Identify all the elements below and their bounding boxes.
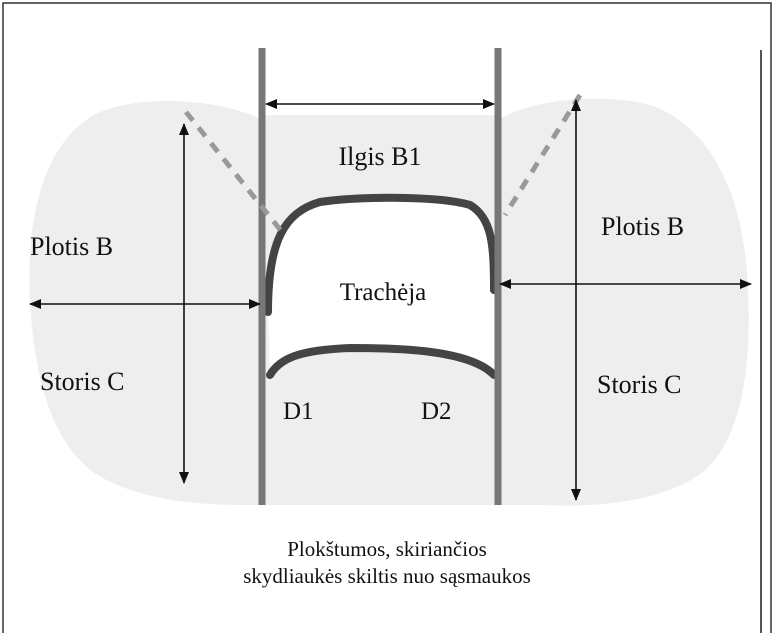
trachea-upper-wall	[264, 193, 498, 316]
label-thickness-left: Storis C	[40, 367, 125, 396]
caption-line-1: Plokštumos, skiriančios	[287, 537, 487, 561]
trachea-lower-wall	[266, 343, 498, 379]
label-length-b1: Ilgis B1	[338, 142, 421, 171]
label-trachea: Trachėja	[340, 279, 427, 306]
trachea-shape	[268, 197, 494, 375]
left-dashed-line	[184, 110, 284, 234]
caption-line-2: skydliaukės skiltis nuo sąsmaukos	[243, 564, 531, 588]
right-dashed-line	[502, 93, 583, 217]
label-thickness-right: Storis C	[597, 370, 682, 399]
label-width-left: Plotis B	[30, 232, 113, 261]
right-lobe-shape	[498, 98, 749, 506]
label-width-right: Plotis B	[601, 212, 684, 241]
label-d1: D1	[283, 398, 314, 425]
label-d2: D2	[421, 398, 452, 425]
